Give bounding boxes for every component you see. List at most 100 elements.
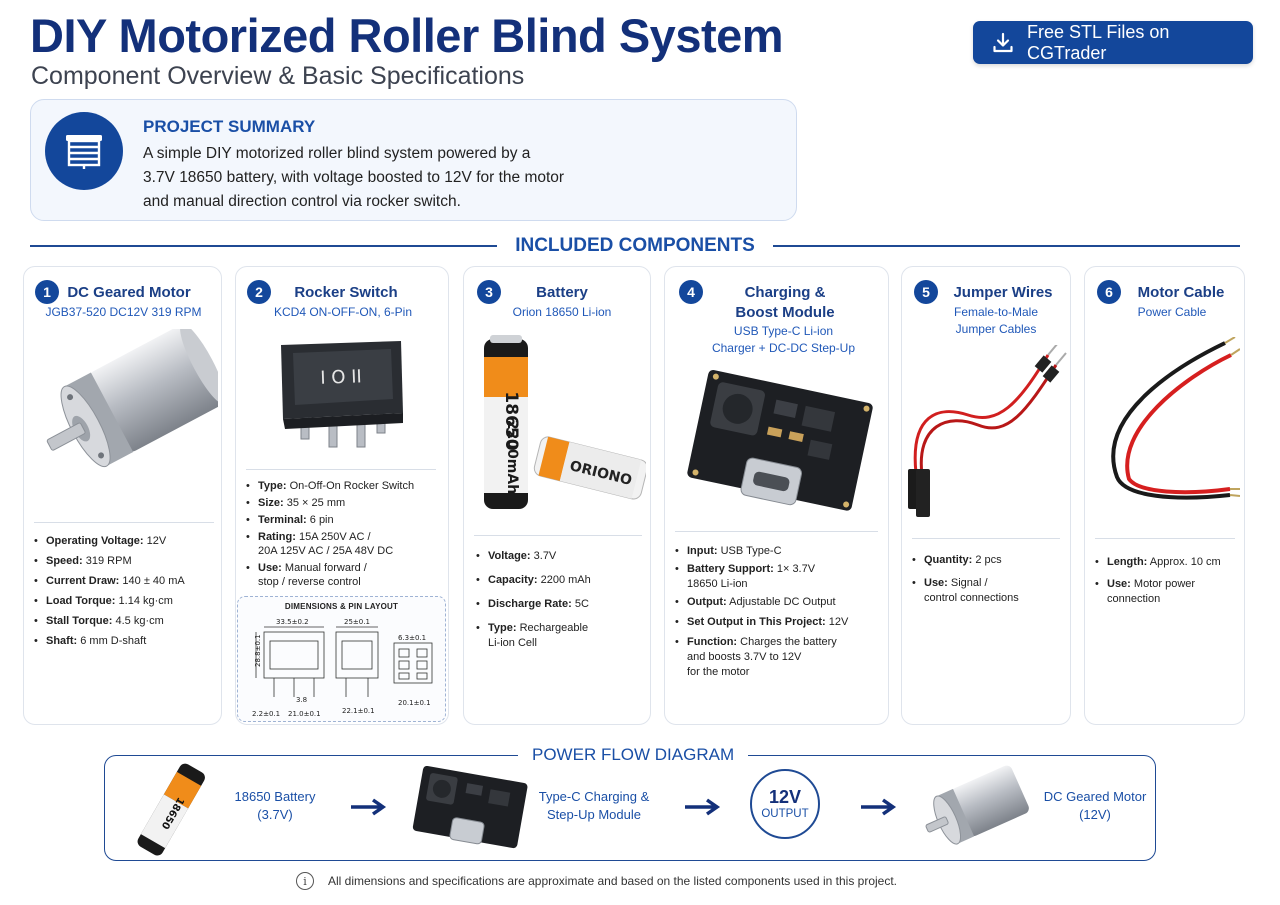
dimension-label: 20.1±0.1 [398, 699, 431, 707]
spec-key: Quantity: [924, 554, 973, 566]
footnote-text: All dimensions and specifications are ap… [328, 874, 897, 888]
component-subtitle-line: Jumper Cables [955, 322, 1037, 336]
arrow-right-icon [685, 798, 721, 816]
output-voltage-badge: 12V OUTPUT [750, 769, 820, 839]
spec-key: Length: [1107, 556, 1148, 568]
spec-value: 6 pin [309, 514, 334, 526]
component-subtitle: KCD4 ON-OFF-ON, 6-Pin [273, 305, 412, 319]
flow-text-line: (3.7V) [257, 807, 293, 822]
spec-key: Voltage: [488, 550, 531, 562]
svg-text:I O II: I O II [320, 366, 362, 388]
spec-item: Shaft: 6 mm D-shaft [34, 634, 219, 649]
spec-value: USB Type-C [720, 545, 782, 557]
spec-item: Speed: 319 RPM [34, 554, 219, 569]
flow-text-line: DC Geared Motor [1043, 789, 1147, 804]
battery-model-text: 18650 [501, 391, 521, 450]
summary-line: A simple DIY motorized roller blind syst… [143, 145, 531, 162]
page-title: DIY Motorized Roller Blind System [30, 9, 784, 62]
free-stl-download-button[interactable]: Free STL Files on CGTrader [973, 21, 1253, 64]
spec-item: Operating Voltage: 12V [34, 534, 219, 549]
spec-item: Set Output in This Project: 12V [675, 615, 887, 630]
summary-text: A simple DIY motorized roller blind syst… [143, 142, 623, 214]
spec-value: 1.14 kg·cm [118, 595, 173, 607]
component-subtitle-line: Female-to-Male [953, 305, 1039, 319]
spec-item: Length: Approx. 10 cm [1095, 555, 1241, 570]
spec-value: 5C [574, 598, 589, 610]
spec-value: Manual forward / [284, 562, 367, 574]
spec-key: Current Draw: [46, 575, 120, 587]
spec-list: Operating Voltage: 12V Speed: 319 RPM Cu… [34, 534, 219, 649]
heading-rule [772, 245, 1240, 247]
spec-key: Input: [687, 545, 718, 557]
download-button-label: Free STL Files on CGTrader [1027, 21, 1170, 63]
component-subtitle: JGB37-520 DC12V 319 RPM [45, 305, 202, 319]
component-subtitle: Female-to-Male Jumper Cables [916, 304, 1076, 338]
spec-value: Approx. 10 cm [1149, 556, 1221, 568]
output-label: OUTPUT [761, 808, 809, 820]
dimension-label: 6.3±0.1 [398, 634, 426, 642]
component-subtitle-line: Charger + DC-DC Step-Up [711, 341, 856, 355]
component-subtitle-line: USB Type-C Li-ion [733, 324, 834, 338]
dimensions-pin-layout-diagram: DIMENSIONS & PIN LAYOUT 33.5±0.2 25±0.1 … [237, 596, 446, 722]
spec-list: Voltage: 3.7V Capacity: 2200 mAh Dischar… [476, 549, 646, 651]
heading-rule [30, 245, 498, 247]
flow-battery-image: 18650 [137, 763, 205, 856]
spec-value: Rechargeable [519, 622, 589, 634]
spec-value: 12V [146, 535, 167, 547]
spec-value: 1× 3.7V [776, 563, 816, 575]
component-card-jumper-wires: 5 Jumper Wires Female-to-Male Jumper Cab… [901, 266, 1071, 725]
spec-item: Terminal: 6 pin [246, 513, 441, 527]
info-icon: i [296, 872, 314, 890]
component-number: 5 [914, 280, 938, 304]
summary-line: 3.7V 18650 battery, with voltage boosted… [143, 169, 565, 186]
spec-list: Input: USB Type-C Battery Support: 1× 3.… [675, 544, 887, 680]
card-divider [34, 522, 214, 523]
component-number: 4 [679, 280, 703, 304]
component-card-charging-boost-module: 4 Charging & Boost Module USB Type-C Li-… [664, 266, 889, 725]
flow-text-line: Type-C Charging & [538, 789, 650, 804]
spec-value: 20A 125V AC / 25A 48V DC [258, 545, 394, 557]
spec-key: Output: [687, 596, 727, 608]
spec-item: Output: Adjustable DC Output [675, 595, 887, 610]
spec-list: Quantity: 2 pcs Use: Signal /control con… [912, 553, 1067, 606]
spec-list: Type: On-Off-On Rocker Switch Size: 35 ×… [246, 479, 441, 589]
battery-capacity-text: 2200mAh [504, 420, 520, 494]
component-number: 6 [1097, 280, 1121, 304]
spec-item: Input: USB Type-C [675, 544, 887, 559]
rocker-switch-image: I O II [281, 341, 403, 448]
power-flow-heading: POWER FLOW DIAGRAM [518, 745, 749, 765]
spec-value: 12V [828, 616, 849, 628]
component-card-motor-cable: 6 Motor Cable Power Cable Length: Approx… [1084, 266, 1245, 725]
flow-text-line: Step-Up Module [547, 807, 641, 822]
spec-value: 6 mm D-shaft [80, 635, 147, 647]
card-divider [675, 531, 878, 532]
component-subtitle: USB Type-C Li-ion Charger + DC-DC Step-U… [665, 323, 890, 357]
charging-boost-module-image [687, 369, 873, 511]
dimension-label: 2.2±0.1 [252, 710, 280, 718]
spec-item: Rating: 15A 250V AC /20A 125V AC / 25A 4… [246, 530, 441, 558]
flow-motor-image [925, 765, 1029, 845]
spec-value: 2200 mAh [540, 574, 591, 586]
project-summary-panel: PROJECT SUMMARY A simple DIY motorized r… [30, 99, 797, 221]
component-number: 3 [477, 280, 501, 304]
dimension-label: 22.1±0.1 [342, 707, 375, 715]
flow-module-image [412, 766, 528, 849]
spec-value: control connections [924, 592, 1019, 604]
summary-title: PROJECT SUMMARY [143, 117, 316, 136]
spec-value: for the motor [687, 666, 750, 678]
component-title: Motor Cable [1137, 284, 1225, 301]
spec-value: 3.7V [533, 550, 557, 562]
spec-value: 319 RPM [85, 555, 132, 567]
spec-key: Operating Voltage: [46, 535, 144, 547]
arrow-right-icon [861, 798, 897, 816]
dimension-label: 25±0.1 [344, 618, 370, 626]
flow-module-text: Type-C Charging & Step-Up Module [529, 788, 659, 824]
dimension-label: 28.8±0.1 [254, 634, 262, 667]
power-flow-diagram: 18650 18650 Battery (3.7V) Type-C Chargi… [104, 755, 1156, 861]
component-number: 1 [35, 280, 59, 304]
spec-key: Terminal: [258, 514, 307, 526]
